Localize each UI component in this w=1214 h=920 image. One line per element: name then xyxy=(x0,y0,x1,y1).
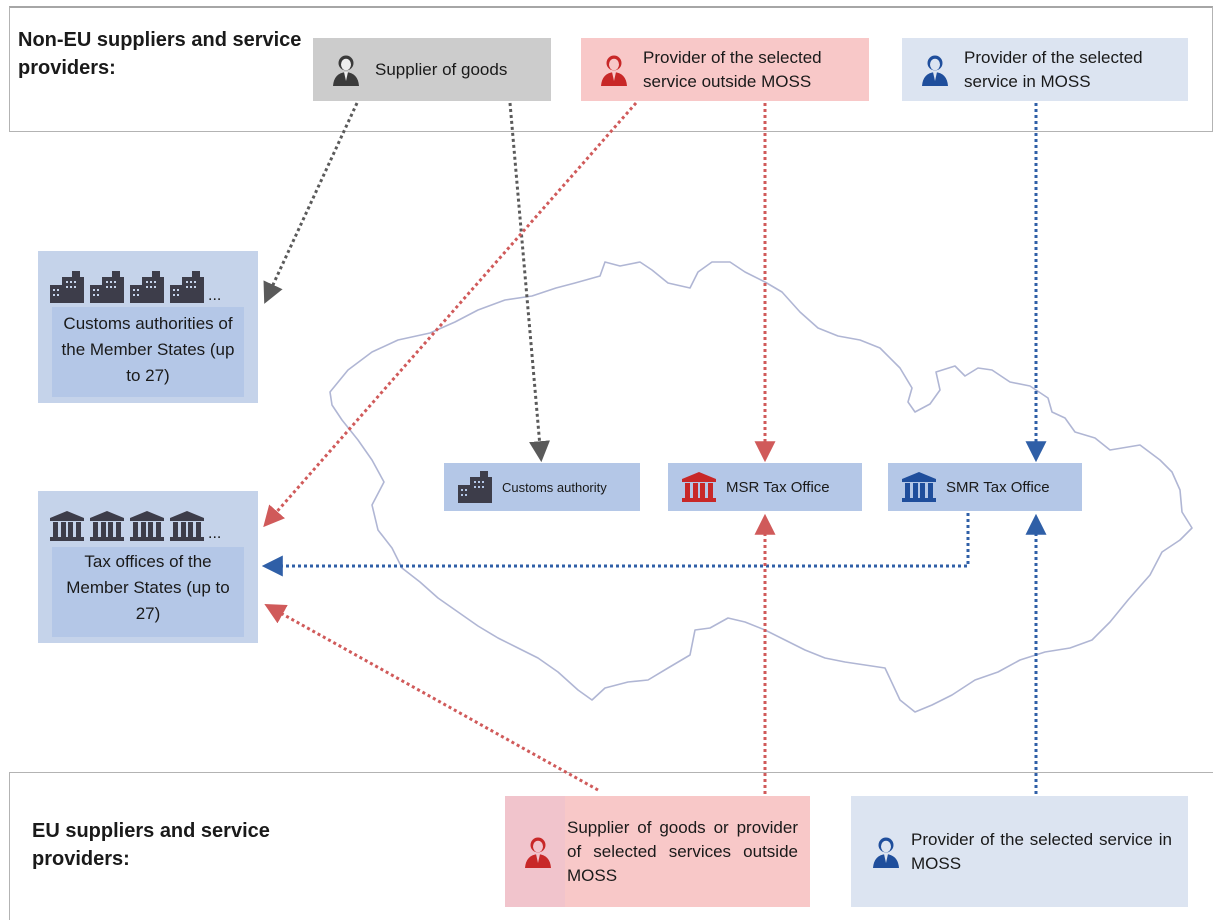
person-icon xyxy=(601,55,627,86)
arrow-eu-outside-to-tax-ms xyxy=(264,603,599,792)
supplier-of-goods-label: Supplier of goods xyxy=(375,59,508,79)
tax-offices-member-states: ... Tax offices of the Member States (up… xyxy=(38,491,258,643)
tax-office-icons: ... xyxy=(50,511,222,542)
customs-authority-office: Customs authority xyxy=(444,463,640,511)
provider-outside-moss-label: Provider of the selected service outside… xyxy=(643,47,822,91)
institution-icon xyxy=(130,511,164,541)
eu-section-title: EU suppliers and service providers: xyxy=(32,820,270,870)
person-icon xyxy=(525,837,551,868)
smr-tax-office-label: SMR Tax Office xyxy=(946,478,1050,496)
provider-in-moss-label: Provider of the selected service in MOSS xyxy=(964,47,1143,91)
person-icon xyxy=(333,55,359,86)
customs-building-icons: ... xyxy=(50,271,222,304)
customs-authorities-caption: Customs authorities of the Member States… xyxy=(61,314,235,385)
building-icon xyxy=(458,471,492,503)
institution-icon xyxy=(682,472,716,502)
arrow-outside-to-tax-ms xyxy=(263,102,638,528)
msr-tax-office: MSR Tax Office xyxy=(668,463,862,511)
provider-in-moss-non-eu: Provider of the selected service in MOSS xyxy=(902,38,1188,101)
msr-tax-office-label: MSR Tax Office xyxy=(726,478,830,496)
customs-authorities-member-states: ... Customs authorities of the Member St… xyxy=(38,251,258,403)
ellipsis: ... xyxy=(208,525,222,542)
institution-icon xyxy=(90,511,124,541)
provider-in-moss-eu-label: Provider of the selected service in MOSS xyxy=(911,829,1172,873)
ellipsis: ... xyxy=(208,287,222,304)
smr-tax-office: SMR Tax Office xyxy=(888,463,1082,511)
tax-offices-caption: Tax offices of the Member States (up to … xyxy=(66,552,230,623)
arrow-smr-to-tax-ms xyxy=(261,513,970,577)
institution-icon xyxy=(902,472,936,502)
provider-outside-moss-non-eu: Provider of the selected service outside… xyxy=(581,38,869,101)
provider-in-moss-eu: Provider of the selected service in MOSS xyxy=(851,796,1188,907)
arrow-goods-to-customs-ms xyxy=(263,102,359,304)
building-icon xyxy=(130,271,164,303)
institution-icon xyxy=(50,511,84,541)
institution-icon xyxy=(170,511,204,541)
supplier-of-goods-non-eu: Supplier of goods xyxy=(313,38,551,101)
building-icon xyxy=(50,271,84,303)
supplier-outside-moss-eu: Supplier of goods or provider of selecte… xyxy=(505,796,810,907)
customs-authority-label: Customs authority xyxy=(502,479,607,495)
arrow-goods-to-customs-office xyxy=(508,102,550,463)
person-icon xyxy=(873,837,899,868)
building-icon xyxy=(90,271,124,303)
supplier-outside-moss-label: Supplier of goods or provider of selecte… xyxy=(567,817,798,885)
building-icon xyxy=(170,271,204,303)
person-icon xyxy=(922,55,948,86)
non-eu-section-title: Non-EU suppliers and service providers: xyxy=(18,29,302,79)
eu-section: EU suppliers and service providers: xyxy=(9,772,1213,920)
